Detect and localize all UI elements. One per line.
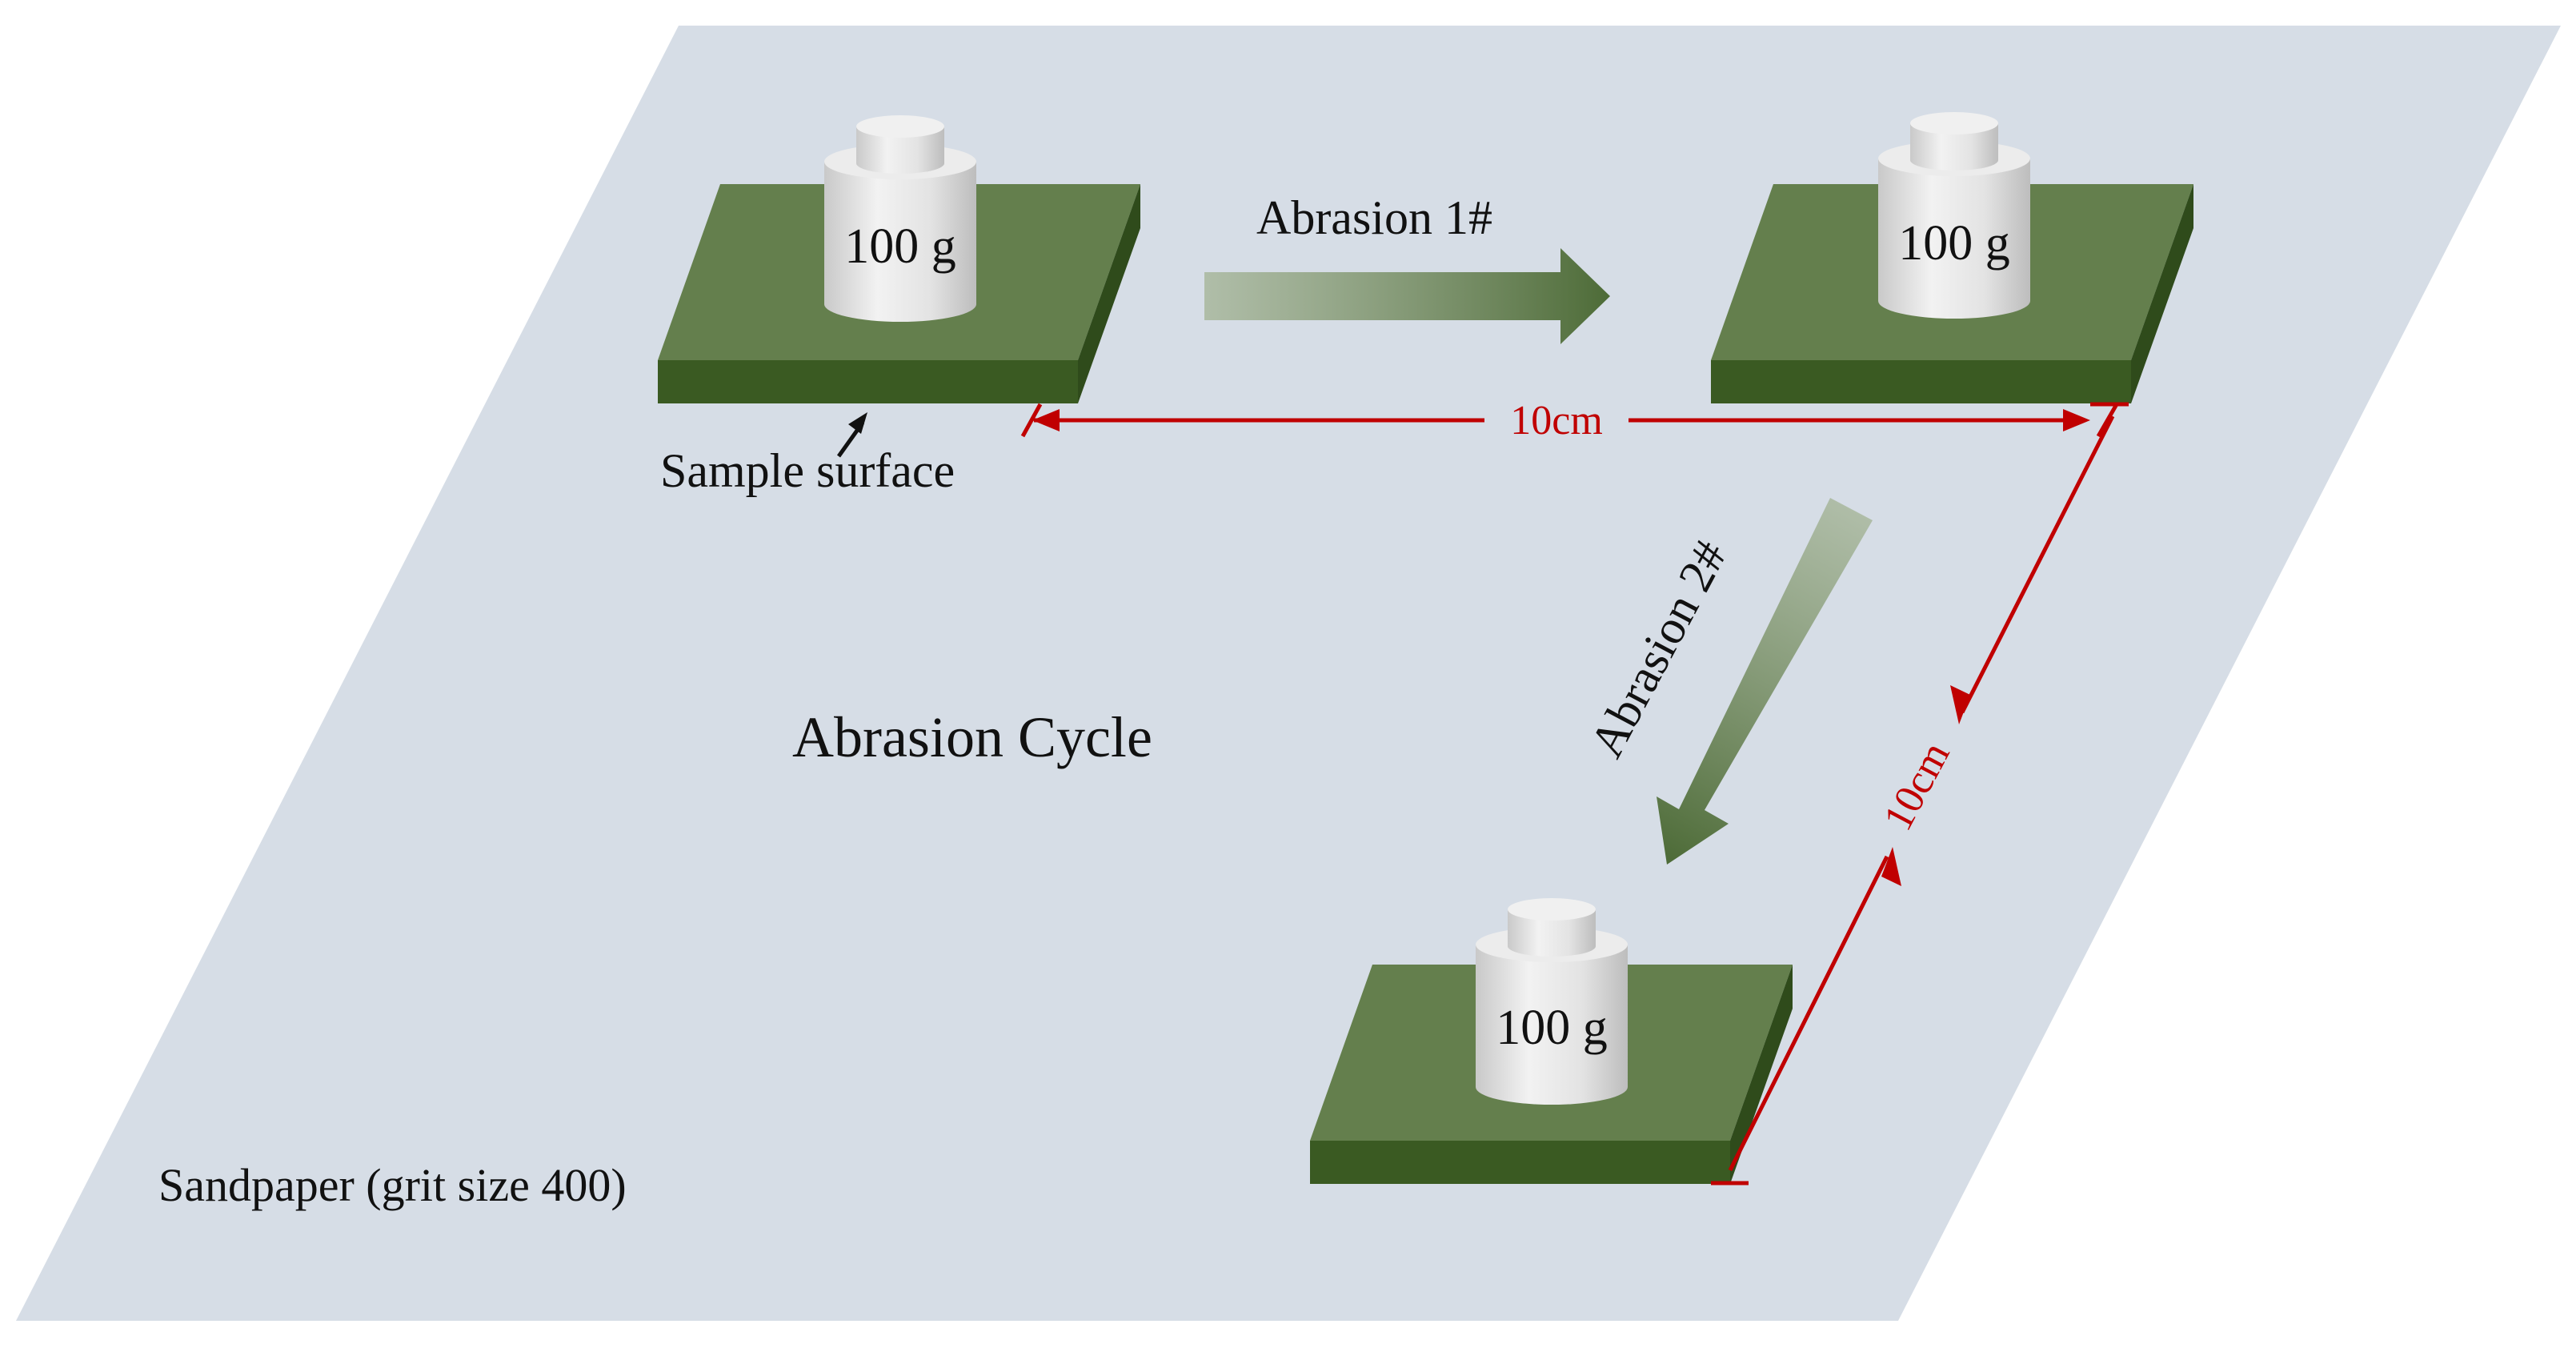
- dimension-horizontal-arrowhead-right: [2063, 409, 2090, 431]
- weight-2-label: 100 g: [1898, 216, 2010, 271]
- dimension-diagonal-arrowhead-bottom: [1881, 847, 1901, 886]
- weight-2: 100 g: [1878, 112, 2030, 319]
- sample-surface-pointer-head: [848, 412, 867, 434]
- dimension-horizontal-arrowhead-left: [1032, 409, 1060, 431]
- sample-surface-label: Sample surface: [660, 444, 955, 497]
- weight-1: 100 g: [824, 115, 976, 322]
- abrasion-1-arrow: [1204, 248, 1610, 344]
- weight-3: 100 g: [1476, 898, 1628, 1105]
- dimension-diagonal-arrowhead-top: [1950, 685, 1970, 724]
- dimension-diagonal: [1711, 415, 2115, 1186]
- dimension-horizontal-label: 10cm: [1510, 398, 1603, 443]
- sandpaper-label: Sandpaper (grit size 400): [158, 1159, 627, 1211]
- weight-3-label: 100 g: [1496, 1001, 1608, 1055]
- weight-1-label: 100 g: [844, 219, 956, 274]
- abrasion-1-label: Abrasion 1#: [1256, 191, 1492, 244]
- abrasion-2-arrow: [1657, 498, 1873, 865]
- abrasion-cycle-label: Abrasion Cycle: [792, 705, 1152, 769]
- dimension-horizontal: [1020, 402, 2129, 438]
